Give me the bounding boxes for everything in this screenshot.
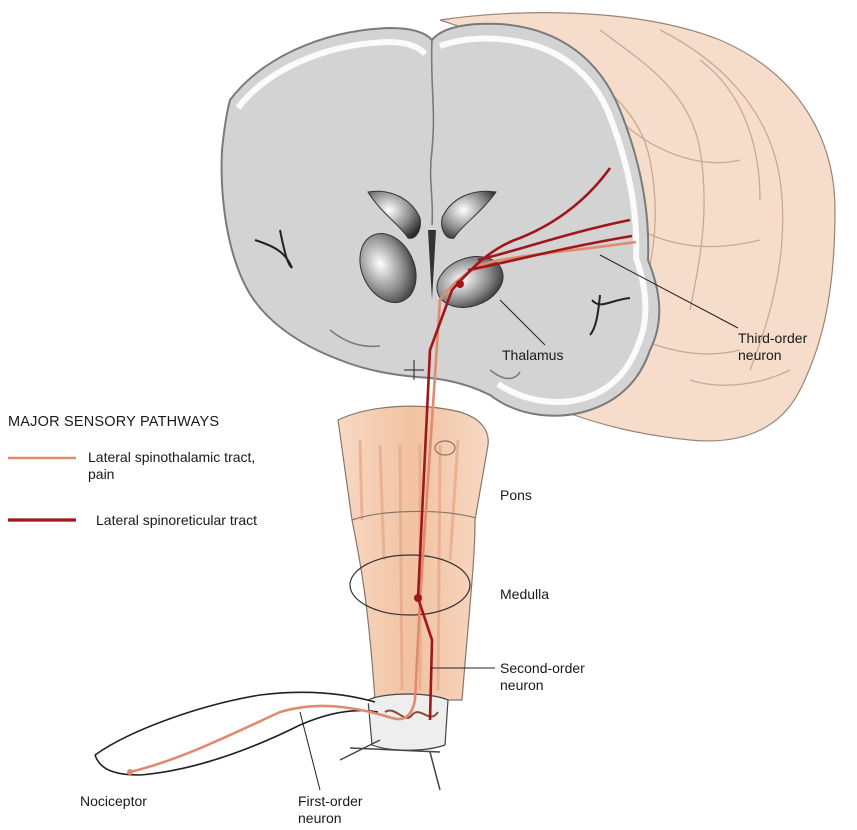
legend-item-spinothalamic-line2: pain bbox=[88, 466, 255, 483]
label-second-order-neuron: Second-order neuron bbox=[500, 660, 585, 694]
brain-coronal-section bbox=[222, 24, 660, 416]
label-first-order-neuron: First-order neuron bbox=[298, 793, 363, 827]
label-third-order-line1: Third-order bbox=[738, 330, 807, 347]
legend-title: MAJOR SENSORY PATHWAYS bbox=[8, 414, 219, 430]
brainstem bbox=[338, 406, 488, 790]
label-first-order-line1: First-order bbox=[298, 793, 363, 810]
label-third-order-neuron: Third-order neuron bbox=[738, 330, 807, 364]
legend-item-spinothalamic: Lateral spinothalamic tract, pain bbox=[88, 449, 255, 483]
label-thalamus: Thalamus bbox=[502, 347, 563, 364]
label-second-order-line1: Second-order bbox=[500, 660, 585, 677]
skin-outline bbox=[95, 692, 378, 775]
legend-item-spinothalamic-line1: Lateral spinothalamic tract, bbox=[88, 449, 255, 466]
legend-item-spinoreticular: Lateral spinoreticular tract bbox=[96, 512, 257, 529]
label-pons: Pons bbox=[500, 487, 532, 504]
label-second-order-line2: neuron bbox=[500, 677, 585, 694]
label-medulla: Medulla bbox=[500, 586, 549, 603]
label-nociceptor: Nociceptor bbox=[80, 793, 147, 810]
label-third-order-line2: neuron bbox=[738, 347, 807, 364]
label-first-order-line2: neuron bbox=[298, 810, 363, 827]
